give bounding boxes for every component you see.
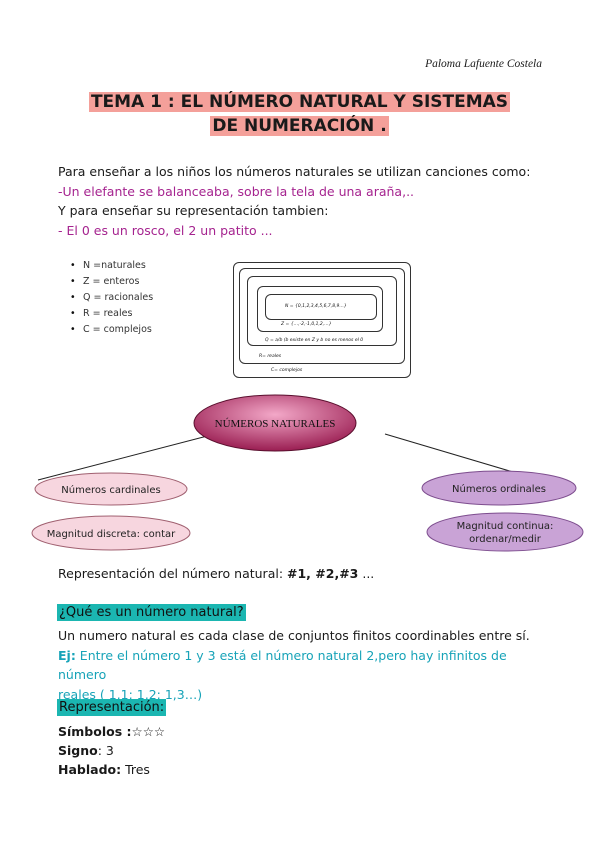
right-sub-label-2: ordenar/medir bbox=[469, 534, 542, 545]
representation-line: Representación del número natural: #1, #… bbox=[58, 566, 374, 581]
author-name: Paloma Lafuente Costela bbox=[425, 58, 542, 70]
hablado-line: Hablado: Tres bbox=[58, 760, 165, 779]
set-z-box bbox=[257, 286, 383, 332]
left-sub-label: Magnitud discreta: contar bbox=[47, 529, 176, 540]
center-node bbox=[193, 394, 357, 452]
list-item: Q = racionales bbox=[70, 290, 153, 306]
star-icons: ☆☆☆ bbox=[131, 724, 166, 739]
example-label: Ej: bbox=[58, 647, 76, 663]
page-title: TEMA 1 : EL NÚMERO NATURAL Y SISTEMAS DE… bbox=[0, 90, 599, 138]
example-text: Entre el número 1 y 3 está el número nat… bbox=[58, 647, 507, 683]
rep-bold: #1, #2,#3 bbox=[287, 566, 359, 581]
right-sub-label-1: Magnitud continua: bbox=[457, 521, 554, 532]
set-n-box bbox=[265, 294, 377, 320]
simbolos-label: Símbolos : bbox=[58, 724, 132, 739]
mindmap-diagram: NÚMEROS NATURALES Números cardinales Mag… bbox=[31, 394, 584, 552]
intro-representation-song: - El 0 es un rosco, el 2 un patito ... bbox=[58, 222, 273, 238]
set-q-label: Q = a/b (b existe en Z y b no es menos e… bbox=[265, 338, 364, 343]
set-q-box bbox=[247, 276, 397, 346]
right-sub-node bbox=[426, 512, 584, 552]
question-body: Un numero natural es cada clase de conju… bbox=[58, 626, 548, 704]
simbolos-line: Símbolos :☆☆☆ bbox=[58, 722, 165, 741]
example-line-2: reales ( 1,1; 1,2; 1,3…) bbox=[58, 686, 203, 702]
left-node bbox=[34, 472, 188, 506]
list-item: C = complejos bbox=[70, 322, 153, 338]
signo-label: Signo bbox=[58, 743, 98, 758]
left-node-label: Números cardinales bbox=[61, 484, 160, 496]
right-node bbox=[421, 470, 577, 506]
connector-line-left bbox=[37, 433, 216, 481]
hablado-label: Hablado: bbox=[58, 762, 122, 777]
question-answer: Un numero natural es cada clase de conju… bbox=[58, 628, 530, 643]
title-line-2: DE NUMERACIÓN . bbox=[210, 116, 389, 136]
title-line-1: TEMA 1 : EL NÚMERO NATURAL Y SISTEMAS bbox=[88, 92, 511, 112]
set-c-box bbox=[233, 262, 411, 378]
list-item: N =naturales bbox=[70, 258, 153, 274]
signo-line: Signo: 3 bbox=[58, 741, 165, 760]
hablado-value: Tres bbox=[121, 762, 150, 777]
rep-suffix: ... bbox=[358, 566, 375, 581]
intro-song-line: -Un elefante se balanceaba, sobre la tel… bbox=[58, 183, 415, 199]
question-heading: ¿Qué es un número natural? bbox=[57, 604, 246, 621]
set-z-label: Z = {…,-2,-1,0,1,2,…} bbox=[281, 322, 332, 327]
intro-paragraph: Para enseñar a los niños los números nat… bbox=[58, 162, 530, 240]
center-node-label: NÚMEROS NATURALES bbox=[215, 418, 336, 430]
right-node-label: Números ordinales bbox=[452, 483, 546, 495]
representation-heading: Representación: bbox=[57, 699, 167, 716]
left-sub-node bbox=[31, 515, 191, 551]
intro-line-3: Y para enseñar su representación tambien… bbox=[58, 203, 329, 218]
rep-prefix: Representación del número natural: bbox=[58, 566, 288, 581]
set-r-label: R= reales bbox=[259, 354, 282, 359]
list-item: Z = enteros bbox=[70, 274, 153, 290]
number-sets-list: N =naturales Z = enteros Q = racionales … bbox=[70, 258, 153, 338]
list-item: R = reales bbox=[70, 306, 153, 322]
set-r-box bbox=[239, 268, 405, 364]
example-line: Ej: Entre el número 1 y 3 está el número… bbox=[58, 646, 548, 685]
intro-line-1: Para enseñar a los niños los números nat… bbox=[58, 164, 531, 179]
signo-value: : 3 bbox=[97, 743, 114, 758]
set-n-label: N = {0,1,2,3,4,5,6,7,8,9…} bbox=[285, 304, 347, 309]
set-c-label: C= complejos bbox=[271, 368, 303, 373]
representation-body: Símbolos :☆☆☆ Signo: 3 Hablado: Tres bbox=[58, 722, 165, 779]
